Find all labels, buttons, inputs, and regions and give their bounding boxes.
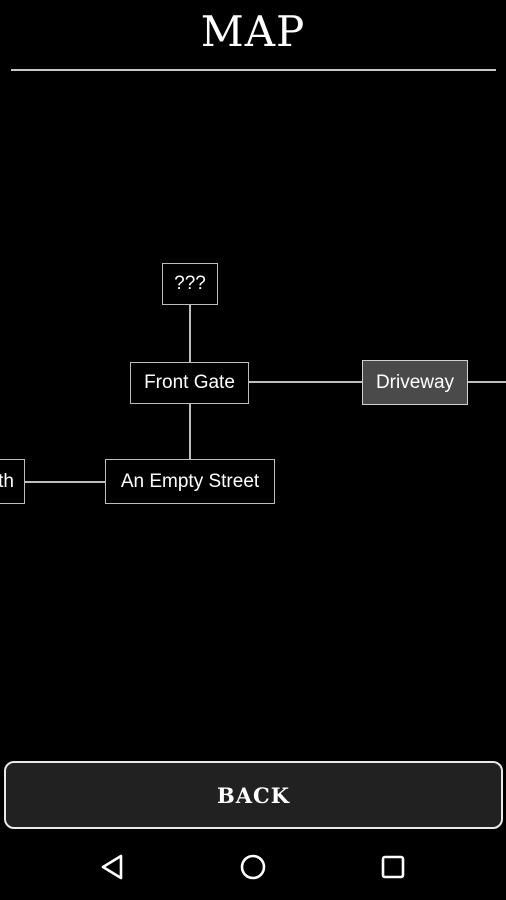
map-node-front-gate[interactable]: Front Gate [130,362,249,404]
map-node-empty-street[interactable]: An Empty Street [105,459,275,504]
map-node-label: ??? [174,273,206,294]
circle-home-icon [240,854,266,879]
map-node-driveway[interactable]: Driveway [362,360,468,405]
map-node-label: An Empty Street [120,470,260,492]
system-navbar [0,833,506,900]
map-node-offscreen-left[interactable]: th [0,459,25,504]
screen-title: MAP [200,7,306,56]
map-node-label: Front Gate [144,372,235,393]
triangle-back-icon [101,854,123,879]
back-button[interactable]: BACK [4,761,503,829]
title-divider [11,69,496,71]
map-node-label: Driveway [375,371,455,393]
map-node-unknown[interactable]: ??? [162,263,218,305]
nav-back-button[interactable] [78,833,148,900]
back-button-label: BACK [216,782,290,808]
map-node-label: th [0,470,14,492]
nav-home-button[interactable] [218,833,288,900]
square-recents-icon [381,855,405,878]
nav-recents-button[interactable] [358,833,428,900]
